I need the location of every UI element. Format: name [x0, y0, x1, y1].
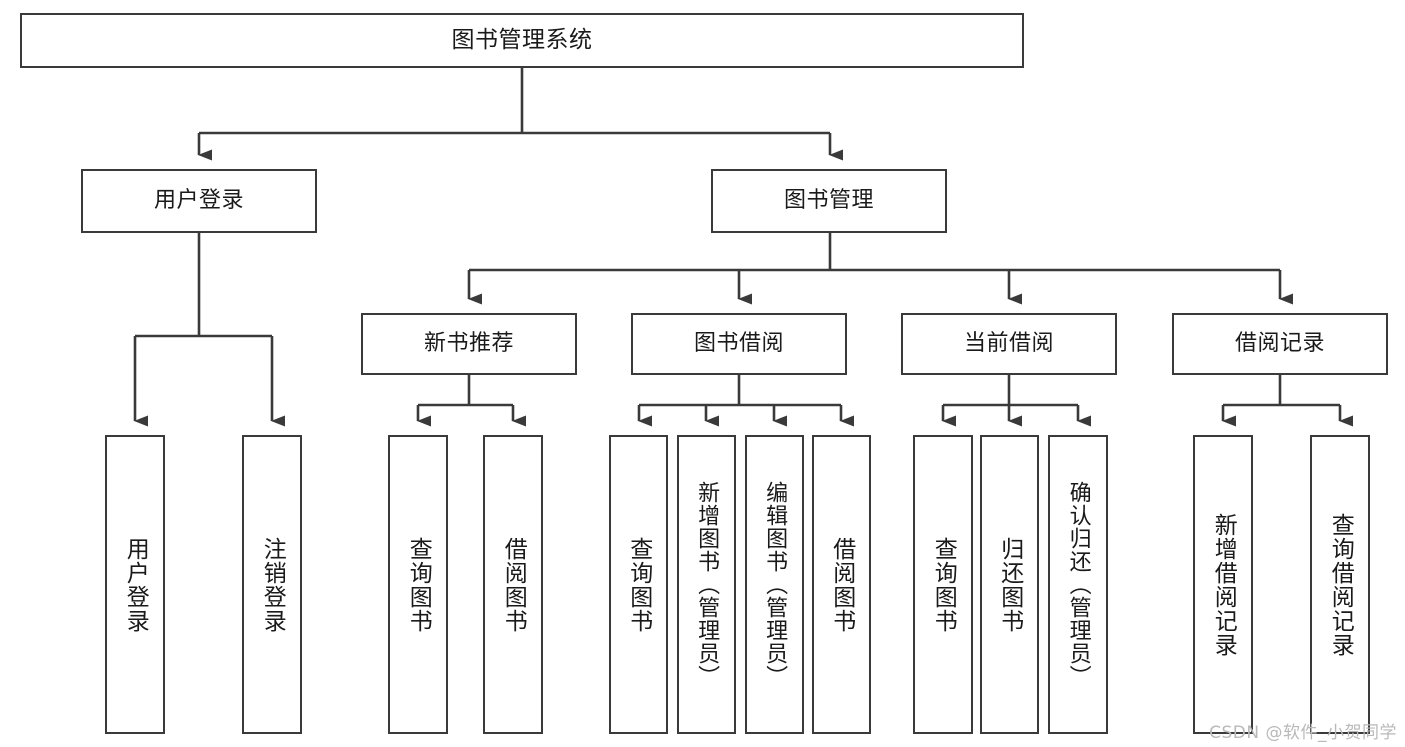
node-root[interactable]: 图书管理系统	[20, 13, 1024, 68]
node-borrow-record-label: 借阅记录	[1234, 330, 1325, 356]
node-book-manage[interactable]: 图书管理	[711, 169, 947, 233]
node-leaf-return-book[interactable]: 归还图书	[980, 435, 1039, 734]
node-leaf-query-book-3[interactable]: 查询图书	[913, 435, 973, 734]
node-user-login[interactable]: 用户登录	[81, 169, 317, 233]
node-leaf-confirm-return[interactable]: 确认归还（管理员）	[1048, 435, 1108, 734]
node-leaf-user-login-label: 用户登录	[122, 536, 149, 633]
node-leaf-borrow-book-1[interactable]: 借阅图书	[483, 435, 543, 734]
node-current-borrow-label: 当前借阅	[963, 330, 1054, 356]
node-borrow-record[interactable]: 借阅记录	[1172, 313, 1388, 375]
watermark: CSDN @软件_小贺同学	[1209, 723, 1397, 743]
node-leaf-add-book-label: 新增图书（管理员）	[694, 481, 720, 688]
node-leaf-add-book[interactable]: 新增图书（管理员）	[677, 435, 736, 734]
node-leaf-return-book-label: 归还图书	[996, 536, 1023, 633]
node-root-label: 图书管理系统	[451, 26, 593, 53]
node-leaf-query-book-2[interactable]: 查询图书	[609, 435, 668, 734]
node-book-borrow[interactable]: 图书借阅	[631, 313, 847, 375]
node-leaf-query-record[interactable]: 查询借阅记录	[1310, 435, 1370, 734]
node-leaf-query-book-2-label: 查询图书	[625, 536, 652, 633]
node-new-book-recommend-label: 新书推荐	[423, 330, 514, 356]
node-leaf-query-book-1[interactable]: 查询图书	[388, 435, 448, 734]
node-book-borrow-label: 图书借阅	[693, 330, 784, 356]
node-new-book-recommend[interactable]: 新书推荐	[361, 313, 577, 375]
node-leaf-borrow-book-2[interactable]: 借阅图书	[812, 435, 871, 734]
node-leaf-add-record[interactable]: 新增借阅记录	[1193, 435, 1253, 734]
node-leaf-borrow-book-1-label: 借阅图书	[500, 536, 527, 633]
node-leaf-add-record-label: 新增借阅记录	[1210, 512, 1237, 657]
node-user-login-label: 用户登录	[153, 187, 244, 213]
node-current-borrow[interactable]: 当前借阅	[901, 313, 1117, 375]
node-leaf-edit-book-label: 编辑图书（管理员）	[762, 481, 788, 688]
node-leaf-query-book-3-label: 查询图书	[930, 536, 957, 633]
node-leaf-edit-book[interactable]: 编辑图书（管理员）	[745, 435, 804, 734]
node-leaf-borrow-book-2-label: 借阅图书	[828, 536, 855, 633]
node-leaf-logout[interactable]: 注销登录	[242, 435, 302, 734]
node-leaf-query-book-1-label: 查询图书	[405, 536, 432, 633]
node-leaf-query-record-label: 查询借阅记录	[1327, 512, 1354, 657]
node-leaf-confirm-return-label: 确认归还（管理员）	[1065, 481, 1091, 688]
node-leaf-user-login[interactable]: 用户登录	[105, 435, 165, 734]
node-book-manage-label: 图书管理	[783, 187, 874, 213]
node-leaf-logout-label: 注销登录	[259, 536, 286, 633]
